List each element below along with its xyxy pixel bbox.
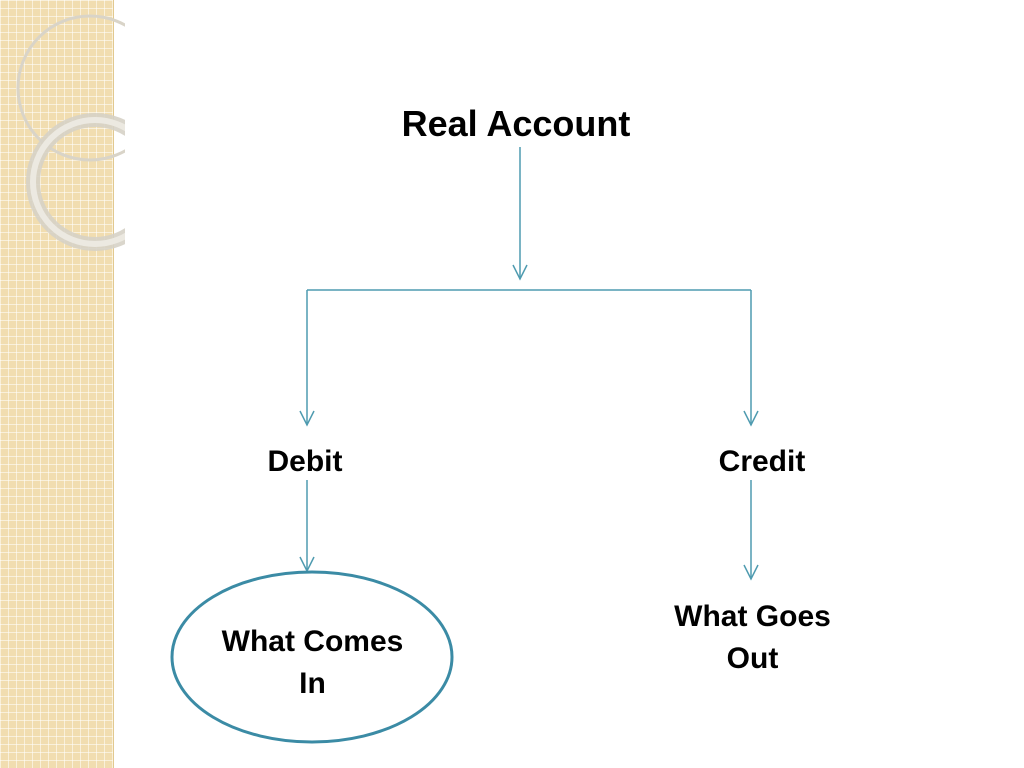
large-ring-shape — [16, 14, 125, 162]
root-node-label: Real Account — [401, 103, 631, 144]
what-comes-in-label: What Comes In — [190, 621, 435, 705]
credit-outcome-arrowhead — [743, 564, 759, 581]
what-goes-out-label: What Goes Out — [640, 596, 865, 680]
decorative-rings — [16, 14, 125, 251]
credit-branch-arrowhead — [743, 410, 759, 427]
root-down-arrowhead — [512, 264, 528, 281]
what-comes-in-line-2: In — [299, 667, 326, 700]
debit-branch-arrowhead — [299, 410, 315, 427]
small-ring-highlight — [30, 117, 125, 247]
credit-node-label: Credit — [718, 445, 806, 478]
what-comes-in-ellipse — [170, 570, 454, 744]
debit-node-label: Debit — [267, 445, 343, 478]
what-goes-out-line-2: Out — [726, 642, 779, 675]
what-comes-in-line-1: What Comes — [221, 625, 404, 658]
what-goes-out-line-1: What Goes — [674, 600, 831, 633]
